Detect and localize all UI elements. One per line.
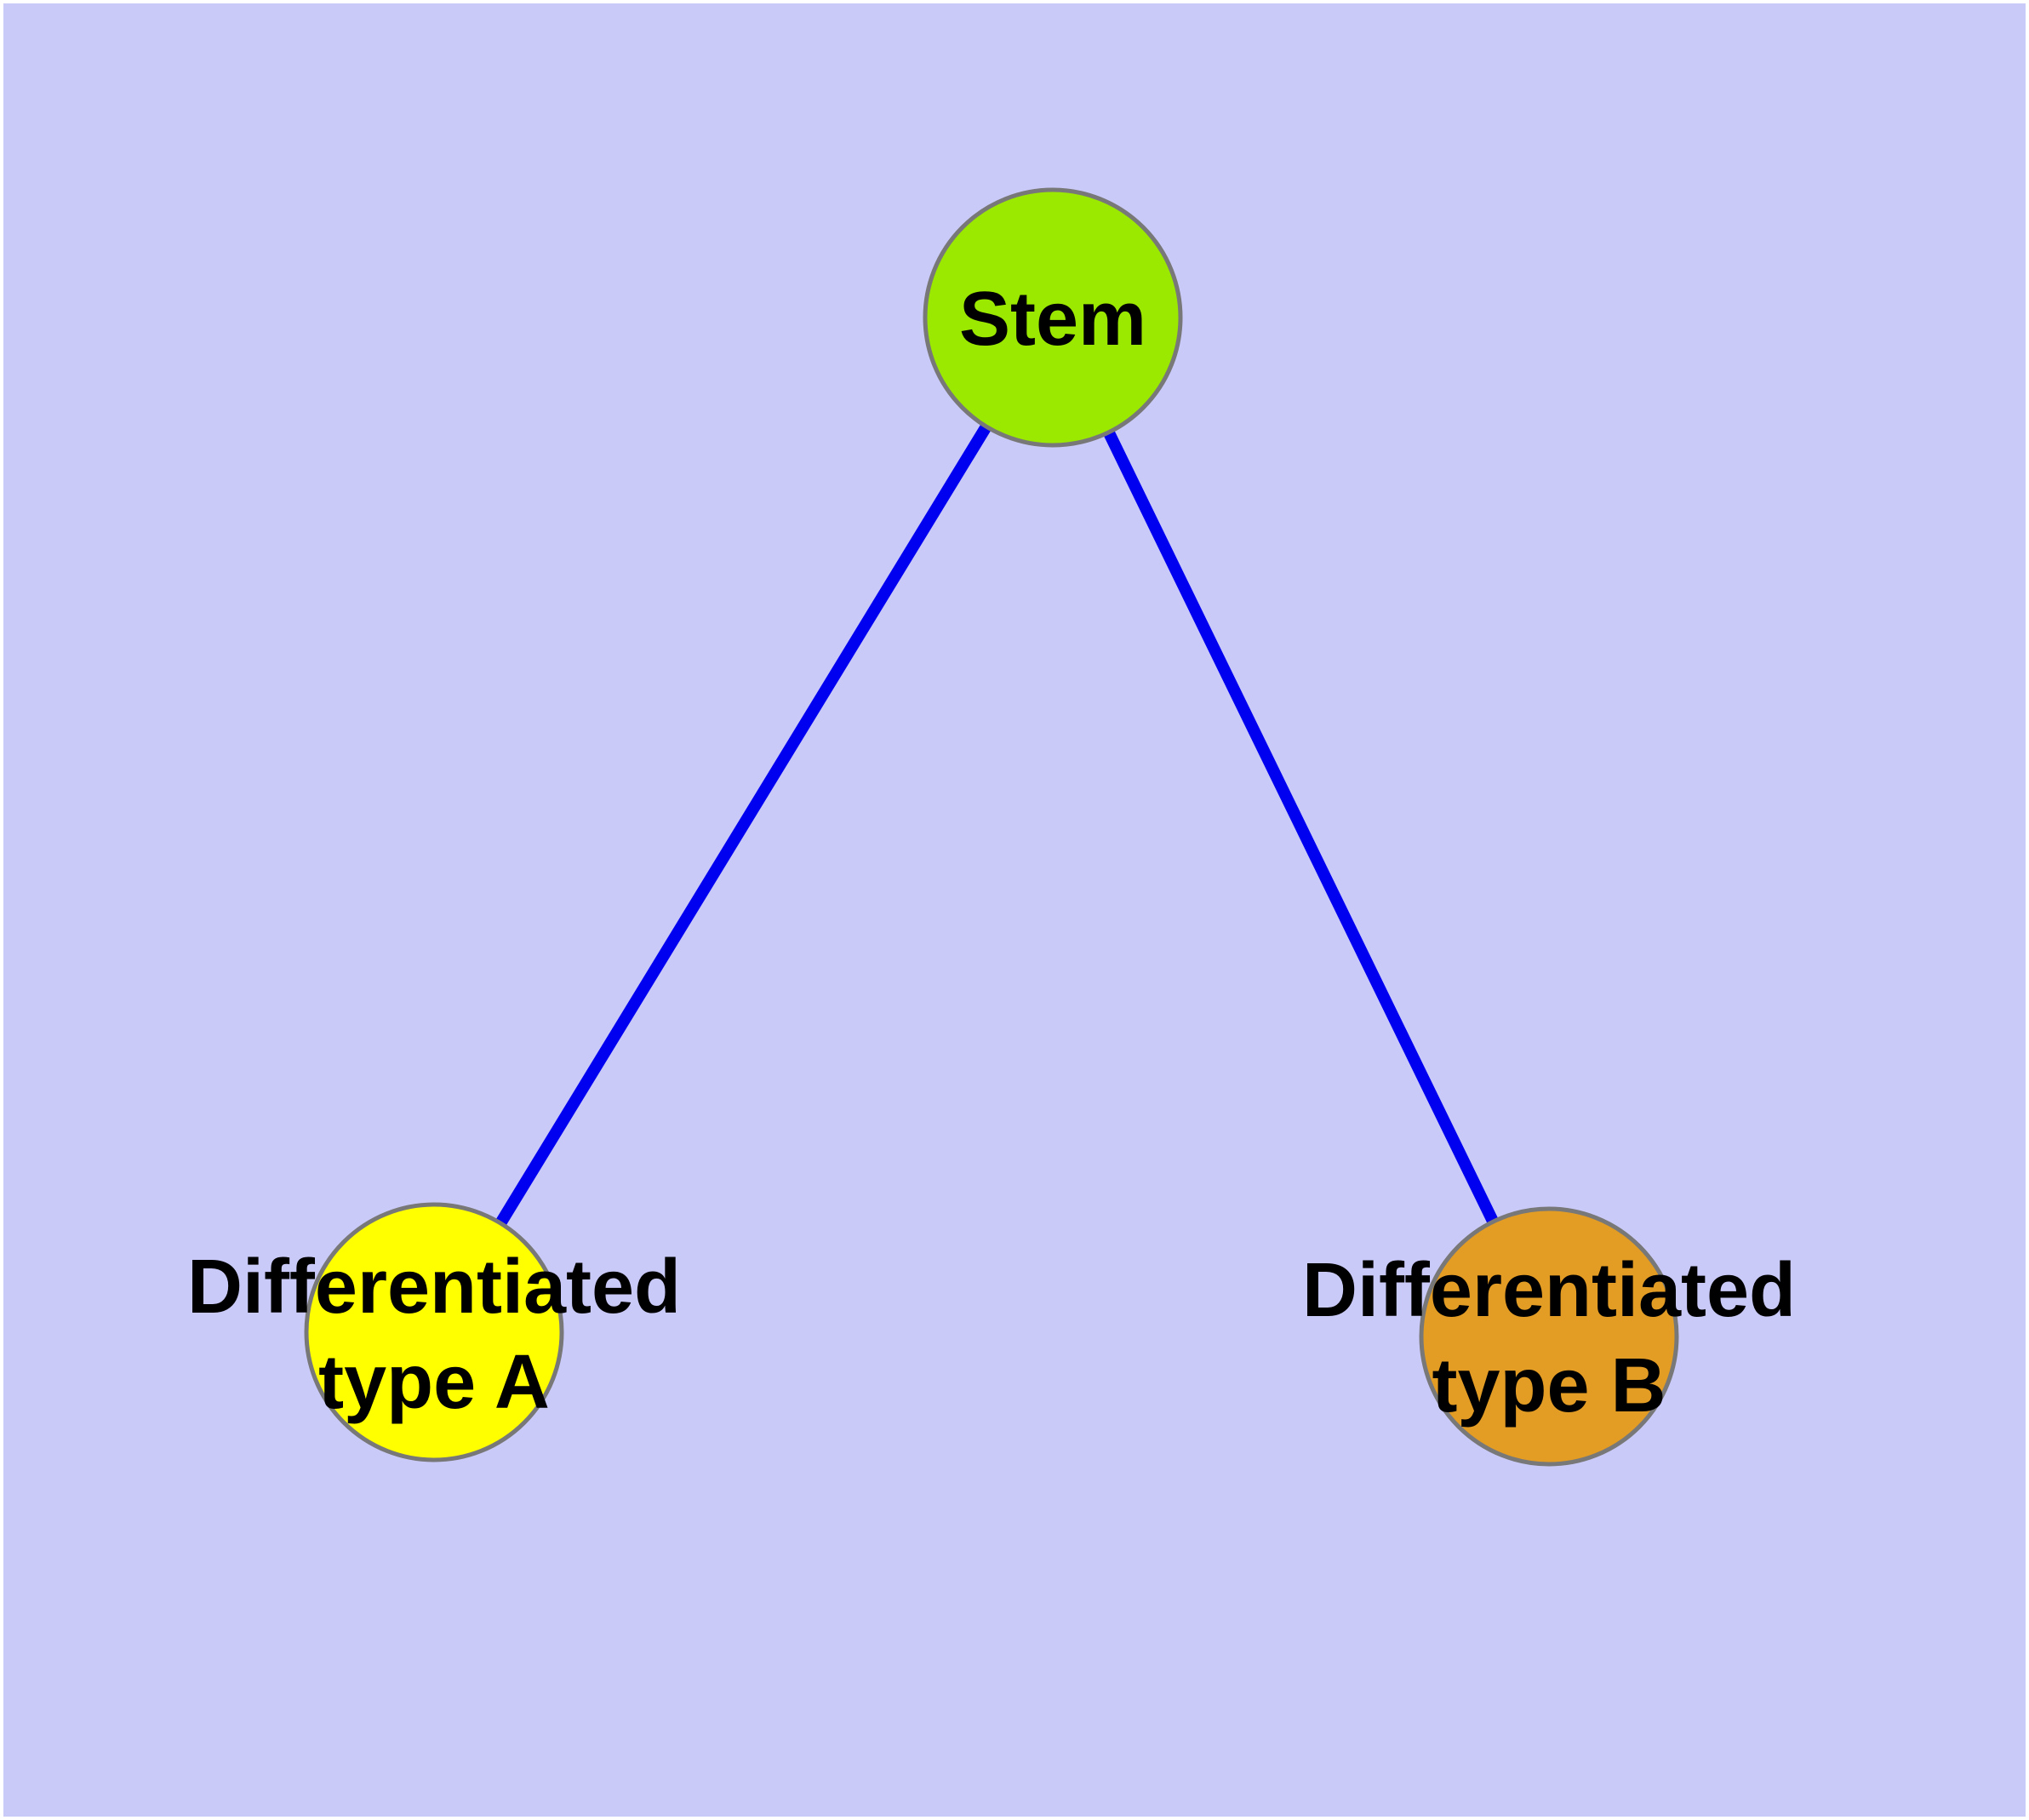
- node-type-a-label-line1: Differentiated: [187, 1245, 681, 1330]
- edge-stem-to-type-a: [429, 314, 1058, 1336]
- node-type-b-label-line1: Differentiated: [1302, 1248, 1796, 1333]
- node-differentiated-type-b: Differentiated type B: [1302, 1206, 1796, 1467]
- node-stem-circle: [923, 187, 1183, 448]
- node-differentiated-type-a: Differentiated type A: [187, 1202, 681, 1462]
- node-type-b-circle: [1419, 1206, 1679, 1467]
- node-type-a-label-line2: type A: [318, 1340, 550, 1425]
- node-type-a-circle: [304, 1202, 564, 1462]
- node-stem-label: Stem: [959, 277, 1146, 362]
- edge-stem-to-type-b: [1047, 314, 1555, 1340]
- node-type-b-label-line2: type B: [1432, 1343, 1666, 1428]
- node-stem: Stem: [923, 187, 1183, 448]
